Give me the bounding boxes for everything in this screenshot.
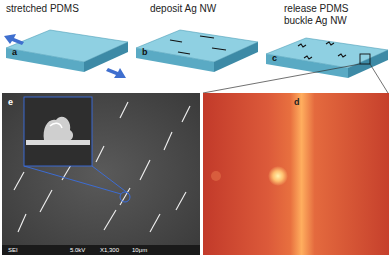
magnify-line xyxy=(92,166,129,194)
optical-image xyxy=(203,93,389,255)
step-caption: stretched PDMS xyxy=(6,4,79,14)
step-caption: buckle Ag NW xyxy=(284,16,347,26)
buckled-nanowires xyxy=(298,42,346,59)
sem-info-bar xyxy=(2,245,200,255)
panel-letter: a xyxy=(12,48,17,57)
pdms-slab-b xyxy=(136,30,258,72)
pdms-slab-c xyxy=(266,38,388,78)
sem-inset xyxy=(24,97,92,166)
zoom-line xyxy=(203,64,360,93)
panel-letter: d xyxy=(294,98,300,107)
silver-nanowires xyxy=(170,36,226,54)
stretch-arrow xyxy=(4,34,24,45)
step-caption: release PDMS xyxy=(284,4,348,14)
pdms-slab-a xyxy=(4,30,128,78)
sem-info: X1,300 xyxy=(100,247,119,253)
step-caption: deposit Ag NW xyxy=(150,4,216,14)
sem-info: SEI xyxy=(8,247,18,253)
stretch-arrow xyxy=(106,68,126,78)
panel-letter: b xyxy=(142,48,148,57)
zoom-line xyxy=(370,64,388,93)
panel-letter: e xyxy=(8,98,13,107)
sem-info: 5.0kV xyxy=(70,247,85,253)
sem-info: 10μm xyxy=(132,247,147,253)
sem-image xyxy=(2,93,200,255)
magnify-line xyxy=(24,166,121,194)
panel-letter: c xyxy=(272,54,277,63)
zoom-box xyxy=(360,54,370,64)
